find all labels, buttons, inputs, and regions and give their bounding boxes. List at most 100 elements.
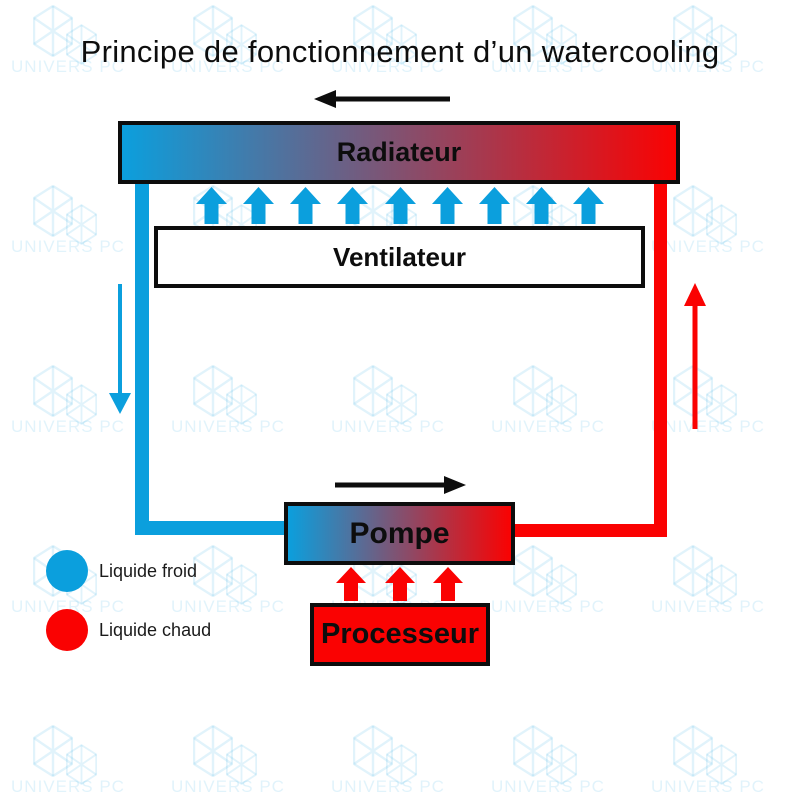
cube-icon bbox=[225, 744, 258, 785]
cold-down-arrow-icon bbox=[109, 284, 131, 414]
cube-icon bbox=[65, 24, 98, 70]
cube-icon bbox=[672, 544, 714, 598]
legend-item-cold: Liquide froid bbox=[46, 550, 211, 592]
watermark-text: UNIVERS PC bbox=[491, 57, 605, 76]
up-block-arrow-icon bbox=[196, 187, 227, 224]
watermark-text: UNIVERS PC bbox=[331, 777, 445, 796]
cube-icon bbox=[192, 364, 234, 422]
cube-icon bbox=[225, 384, 258, 425]
cube-icon bbox=[705, 384, 738, 430]
cube-icon bbox=[352, 364, 394, 418]
watermark-text: UNIVERS PC bbox=[11, 57, 125, 76]
watermark-text: UNIVERS PC bbox=[11, 777, 125, 796]
cube-icon bbox=[32, 724, 74, 778]
cube-icon bbox=[192, 724, 234, 782]
pump-box: Pompe bbox=[284, 502, 515, 565]
cube-icon bbox=[352, 724, 394, 778]
cube-icon bbox=[32, 364, 74, 418]
cube-icon bbox=[385, 384, 418, 430]
cpu-label: Processeur bbox=[321, 618, 479, 650]
up-block-arrow-icon bbox=[290, 187, 322, 224]
cube-icon bbox=[705, 744, 738, 790]
cube-icon bbox=[32, 4, 74, 58]
cube-icon bbox=[672, 184, 714, 242]
hot-up-arrow-icon bbox=[684, 283, 706, 429]
cube-icon bbox=[32, 184, 74, 242]
cube-icon bbox=[65, 744, 98, 785]
flow-right-arrow-icon bbox=[335, 476, 466, 494]
hot-pipe-vertical bbox=[654, 184, 667, 537]
cube-icon bbox=[192, 4, 234, 58]
fan-airflow-arrows bbox=[196, 187, 604, 224]
cube-icon bbox=[512, 4, 554, 58]
cube-icon bbox=[545, 24, 578, 65]
up-block-arrow-icon bbox=[384, 567, 415, 601]
legend-item-hot: Liquide chaud bbox=[46, 609, 211, 651]
cube-icon bbox=[352, 4, 394, 62]
cube-icon bbox=[385, 24, 418, 65]
cube-icon bbox=[352, 364, 394, 422]
up-block-arrow-icon bbox=[573, 187, 604, 224]
watermark-text: UNIVERS PC bbox=[331, 417, 445, 436]
cube-icon bbox=[512, 724, 554, 778]
cube-icon bbox=[225, 564, 258, 610]
watermark-text: UNIVERS PC bbox=[491, 777, 605, 796]
cube-icon bbox=[672, 724, 714, 782]
watermark-text: UNIVERS PC bbox=[171, 777, 285, 796]
up-block-arrow-icon bbox=[525, 187, 557, 224]
cube-icon bbox=[65, 24, 98, 65]
watermark-text: UNIVERS PC bbox=[171, 57, 285, 76]
cube-icon bbox=[672, 724, 714, 778]
cube-icon bbox=[545, 384, 578, 430]
cold-pipe-horizontal bbox=[135, 521, 284, 535]
cube-icon bbox=[192, 364, 234, 418]
watermark-text: UNIVERS PC bbox=[651, 237, 765, 256]
watermark-text: UNIVERS PC bbox=[651, 777, 765, 796]
watermark-text: UNIVERS PC bbox=[651, 57, 765, 76]
cube-icon bbox=[545, 24, 578, 70]
watermark-text: UNIVERS PC bbox=[331, 57, 445, 76]
cube-icon bbox=[385, 744, 418, 790]
cube-icon bbox=[545, 564, 578, 605]
watermark-text: UNIVERS PC bbox=[11, 237, 125, 256]
cube-icon bbox=[545, 744, 578, 790]
up-block-arrow-icon bbox=[433, 567, 463, 601]
legend-label-hot: Liquide chaud bbox=[99, 619, 212, 640]
fan-box: Ventilateur bbox=[154, 226, 645, 288]
cube-icon bbox=[545, 564, 578, 610]
cube-icon bbox=[225, 24, 258, 65]
radiator-box: Radiateur bbox=[118, 121, 680, 184]
page-title: Principe de fonctionnement d’un watercoo… bbox=[80, 34, 720, 69]
cold-liquid-swatch bbox=[46, 550, 88, 592]
cube-icon bbox=[512, 724, 554, 782]
cube-icon bbox=[705, 384, 738, 425]
cube-icon bbox=[385, 384, 418, 425]
cube-icon bbox=[225, 744, 258, 790]
cube-icon bbox=[672, 4, 714, 62]
fan-label: Ventilateur bbox=[333, 241, 466, 272]
cube-icon bbox=[65, 384, 98, 425]
cube-icon bbox=[32, 724, 74, 782]
cube-icon bbox=[225, 564, 258, 605]
legend-label-cold: Liquide froid bbox=[99, 560, 198, 581]
cpu-box: Processeur bbox=[310, 603, 490, 666]
cube-icon bbox=[192, 4, 234, 62]
cube-icon bbox=[512, 364, 554, 418]
cpu-heat-arrows bbox=[336, 567, 463, 601]
cube-icon bbox=[65, 744, 98, 790]
watermark-text: UNIVERS PC bbox=[651, 417, 765, 436]
watermark-text: UNIVERS PC bbox=[491, 417, 605, 436]
watermark-text: UNIVERS PC bbox=[171, 597, 285, 616]
cube-icon bbox=[705, 564, 738, 610]
cube-icon bbox=[32, 364, 74, 422]
cube-icon bbox=[705, 204, 738, 250]
cube-icon bbox=[65, 204, 98, 250]
cube-icon bbox=[672, 544, 714, 602]
cube-icon bbox=[352, 724, 394, 782]
cube-icon bbox=[65, 384, 98, 430]
up-block-arrow-icon bbox=[384, 187, 416, 224]
cube-icon bbox=[352, 4, 394, 58]
up-block-arrow-icon bbox=[336, 567, 366, 601]
cube-icon bbox=[705, 24, 738, 70]
